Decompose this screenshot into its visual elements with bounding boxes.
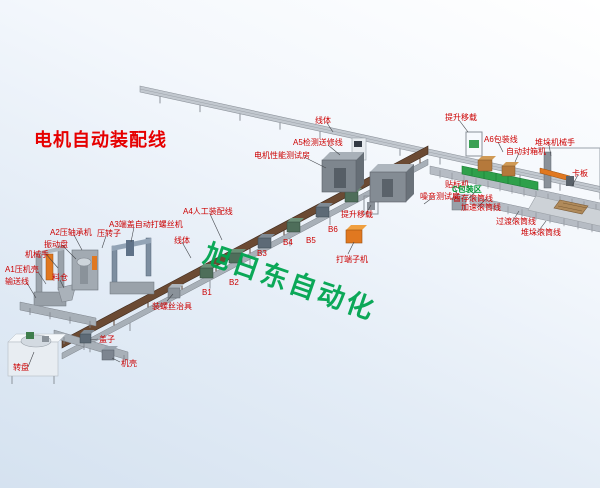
leader-line-a1-press-housing bbox=[37, 271, 47, 285]
leader-line-a2-bearing-press bbox=[73, 234, 83, 251]
packing-belt bbox=[461, 156, 539, 191]
leader-line-line-body-top bbox=[326, 122, 334, 133]
leader-line-terminal-machine bbox=[347, 241, 355, 255]
leader-line-buffer-roller-line bbox=[467, 189, 478, 200]
leader-line-motor-test-room bbox=[303, 156, 327, 169]
leader-line-a3-screw-machine bbox=[130, 226, 135, 243]
leader-line-a5-inspection-line bbox=[327, 144, 341, 156]
leader-line-lift-transfer-top bbox=[458, 119, 469, 133]
test-rooms bbox=[321, 137, 414, 203]
leader-line-turntable bbox=[27, 351, 35, 368]
left-stations bbox=[7, 237, 184, 384]
page-title: 电机自动装配线 bbox=[34, 130, 167, 150]
leader-line-palletizing-robot bbox=[548, 144, 552, 157]
leader-line-a6-packing-line bbox=[497, 141, 504, 153]
leader-line-labeling-machine bbox=[453, 185, 459, 197]
leader-line-infeed-conveyor bbox=[26, 282, 37, 299]
palletizing-area bbox=[527, 147, 600, 227]
roller-lines bbox=[429, 165, 600, 233]
leader-line-screw-fixture bbox=[166, 293, 174, 302]
leader-line-hopper bbox=[59, 279, 65, 289]
leader-line-stacking-roller-line bbox=[536, 220, 547, 234]
leader-line-transition-roller-line bbox=[511, 210, 520, 223]
carton-box bbox=[501, 162, 519, 177]
line-bins bbox=[199, 188, 362, 279]
leader-line-line-body-mid bbox=[181, 241, 192, 259]
leader-line-vibration-bowl bbox=[61, 244, 77, 260]
leader-line-a4-manual-line bbox=[209, 213, 223, 241]
lift-transfer-top-frame bbox=[465, 131, 483, 157]
labeling-machine-box bbox=[451, 194, 470, 211]
leader-line-robot-hand bbox=[45, 253, 59, 269]
carton-box bbox=[477, 156, 496, 172]
leader-line-lift-transfer-mid bbox=[365, 204, 372, 215]
leader-line-auto-carton-sealer bbox=[514, 152, 520, 163]
leader-line-accel-roller-line bbox=[476, 197, 488, 209]
leader-line-housing bbox=[111, 357, 121, 363]
leader-line-noise-test-room bbox=[423, 197, 433, 205]
terminal-machine-box bbox=[345, 225, 367, 244]
leader-line-pallet bbox=[571, 174, 579, 187]
leader-line-cover bbox=[89, 338, 99, 341]
leader-line-rotor-press bbox=[101, 235, 107, 249]
